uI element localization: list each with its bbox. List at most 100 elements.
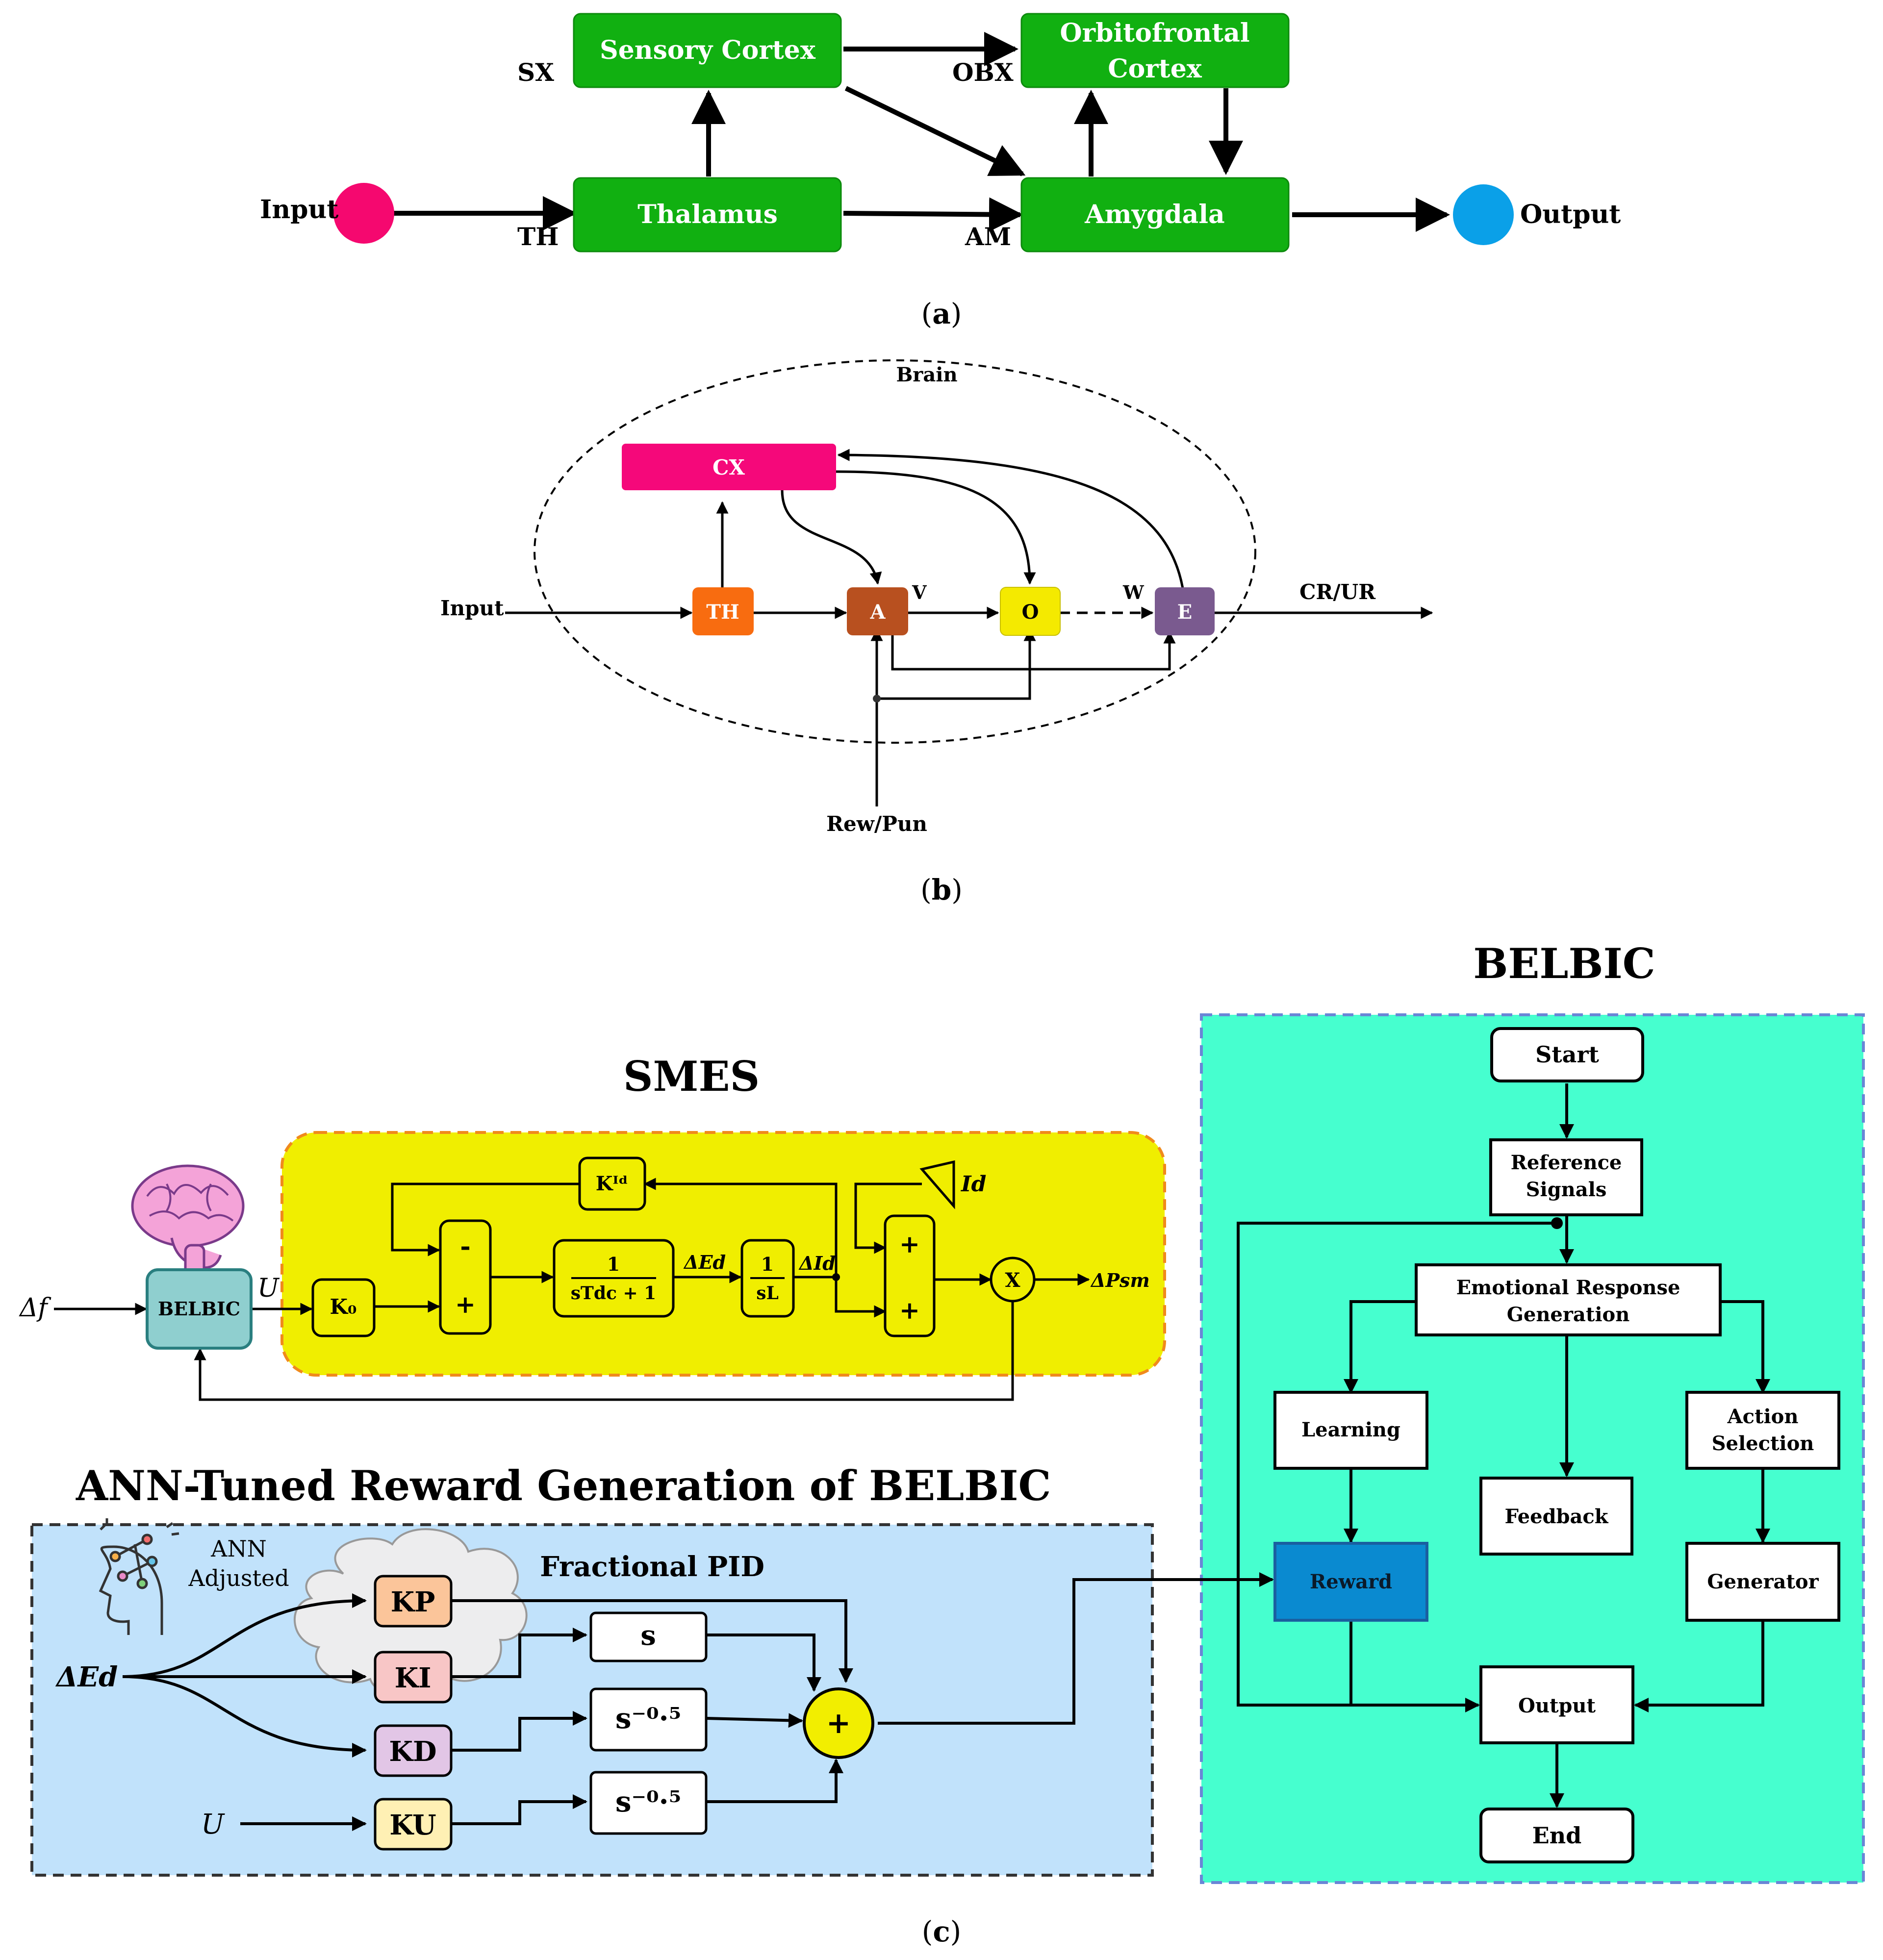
arrow-kid-sum1 xyxy=(391,1182,579,1256)
s-block xyxy=(589,1611,708,1662)
arrow-kp-sum xyxy=(451,1599,853,1683)
ann-title: ANN-Tuned Reward Generation of BELBIC xyxy=(76,1461,1051,1510)
w-label: W xyxy=(1122,581,1145,603)
input-b-label: Input xyxy=(440,596,504,620)
kd-label: KD xyxy=(389,1735,436,1768)
flow-erg-action xyxy=(1721,1300,1770,1394)
flow-erg-line2: Generation xyxy=(1507,1303,1630,1326)
tf1-den: sTdc + 1 xyxy=(571,1283,656,1304)
flow-learning-box xyxy=(1273,1391,1428,1470)
ku-label: KU xyxy=(389,1809,436,1841)
flow-feedback-label: Feedback xyxy=(1504,1505,1608,1528)
s-neg1-label: s⁻⁰·⁵ xyxy=(615,1702,681,1735)
kp-label: KP xyxy=(391,1586,435,1618)
flow-erg-line1: Emotional Response xyxy=(1456,1276,1680,1299)
ann-delta-ed-label: ΔEd xyxy=(55,1661,118,1693)
belbic-title: BELBIC xyxy=(1473,939,1655,988)
flow-reward-label: Reward xyxy=(1310,1570,1392,1593)
flow-start-box xyxy=(1490,1027,1644,1082)
a-block xyxy=(847,587,908,635)
th-label: TH xyxy=(517,222,559,251)
sum1-block xyxy=(439,1219,492,1335)
ku-block xyxy=(374,1798,453,1851)
id-label: Id xyxy=(960,1172,986,1197)
e-block xyxy=(1155,587,1215,635)
flow-loop-back xyxy=(1237,1222,1557,1707)
fractional-pid-label: Fractional PID xyxy=(540,1551,764,1583)
arrow-node-sum2 xyxy=(835,1277,887,1318)
amygdala-block xyxy=(1020,177,1290,252)
amygdala-label: Amygdala xyxy=(1084,200,1224,229)
arrow-sneg1-sum xyxy=(706,1713,803,1728)
flow-output-box xyxy=(1479,1665,1634,1744)
flow-reference-line2: Signals xyxy=(1526,1178,1607,1201)
arrow-id-sum2 xyxy=(854,1182,922,1254)
th-block xyxy=(692,587,754,635)
sum2-plus-bottom: + xyxy=(899,1296,920,1325)
flow-reference-box xyxy=(1489,1138,1643,1216)
sum1-minus: - xyxy=(460,1231,471,1261)
arrow-sensory-amygdala xyxy=(844,86,1026,176)
flow-reward-box xyxy=(1273,1542,1428,1622)
v-label: V xyxy=(912,581,927,603)
flow-feedback-box xyxy=(1479,1477,1633,1556)
flow-generator-label: Generator xyxy=(1707,1570,1819,1593)
flow-output-label: Output xyxy=(1518,1694,1596,1717)
multiplier-node xyxy=(990,1256,1036,1303)
th-block-label: TH xyxy=(706,601,739,624)
o-block xyxy=(1000,587,1061,636)
cx-label: CX xyxy=(712,455,745,479)
input-node xyxy=(333,183,394,244)
caption-b: (b) xyxy=(920,873,963,906)
flow-ann-reward xyxy=(878,1572,1274,1725)
junction-dot xyxy=(873,695,881,703)
arrow-ed-kd xyxy=(122,1675,367,1758)
kid-block xyxy=(578,1156,646,1211)
delta-f-label: Δf xyxy=(19,1293,51,1323)
arrow-cx-o xyxy=(836,470,1036,585)
kd-block xyxy=(374,1724,453,1777)
arrow-sneg2-sum xyxy=(706,1759,843,1803)
flow-generator-output xyxy=(1634,1620,1764,1712)
orbitofrontal-cortex-block xyxy=(1020,13,1290,88)
ki-block xyxy=(374,1651,453,1704)
rew-pun-label: Rew/Pun xyxy=(826,812,927,836)
sum2-plus-top: + xyxy=(899,1230,920,1258)
flow-end-box xyxy=(1479,1808,1634,1863)
kid-label: Kᴵᵈ xyxy=(596,1172,628,1195)
flow-action-box xyxy=(1685,1391,1840,1470)
o-block-label: O xyxy=(1022,601,1039,624)
multiplier-label: X xyxy=(1005,1269,1020,1292)
thalamus-label: Thalamus xyxy=(637,200,778,229)
input-label: Input xyxy=(260,195,338,225)
kp-block xyxy=(374,1575,453,1628)
sum1-plus: + xyxy=(455,1290,476,1319)
belbic-block xyxy=(146,1268,253,1350)
ann-sum-node xyxy=(803,1687,874,1759)
ann-label-line2: Adjusted xyxy=(188,1565,289,1591)
branch-node xyxy=(832,1273,840,1281)
id-source-triangle xyxy=(919,1160,955,1209)
obx-label: OBX xyxy=(952,58,1014,87)
output-node xyxy=(1453,184,1514,245)
ann-head-icon xyxy=(99,1518,179,1635)
flow-action-line1: Action xyxy=(1727,1405,1799,1428)
arrow-kd-sneg1 xyxy=(451,1711,587,1752)
brain-boundary xyxy=(534,359,1256,744)
arrow-rewpun-o xyxy=(877,628,1036,700)
delta-psm-label: ΔPsm xyxy=(1090,1269,1150,1291)
caption-a: (a) xyxy=(921,297,962,330)
arrow-ed-kp xyxy=(122,1593,367,1678)
u-label: U xyxy=(257,1274,280,1303)
panel-c: SMES BELBIC ANN-Tuned Reward Generation … xyxy=(19,939,1865,1948)
sensory-cortex-label: Sensory Cortex xyxy=(600,35,816,65)
belbic-block-label: BELBIC xyxy=(158,1298,240,1320)
cr-ur-label: CR/UR xyxy=(1299,580,1376,604)
arrow-node-kid xyxy=(643,1178,838,1277)
k0-label: K₀ xyxy=(330,1295,357,1319)
e-block-label: E xyxy=(1177,601,1193,624)
s-neg2-block xyxy=(589,1771,708,1835)
ann-sum-label: + xyxy=(826,1706,851,1740)
sx-label: SX xyxy=(517,58,554,87)
panel-a: Sensory Cortex Orbitofrontal Cortex Thal… xyxy=(260,13,1621,330)
